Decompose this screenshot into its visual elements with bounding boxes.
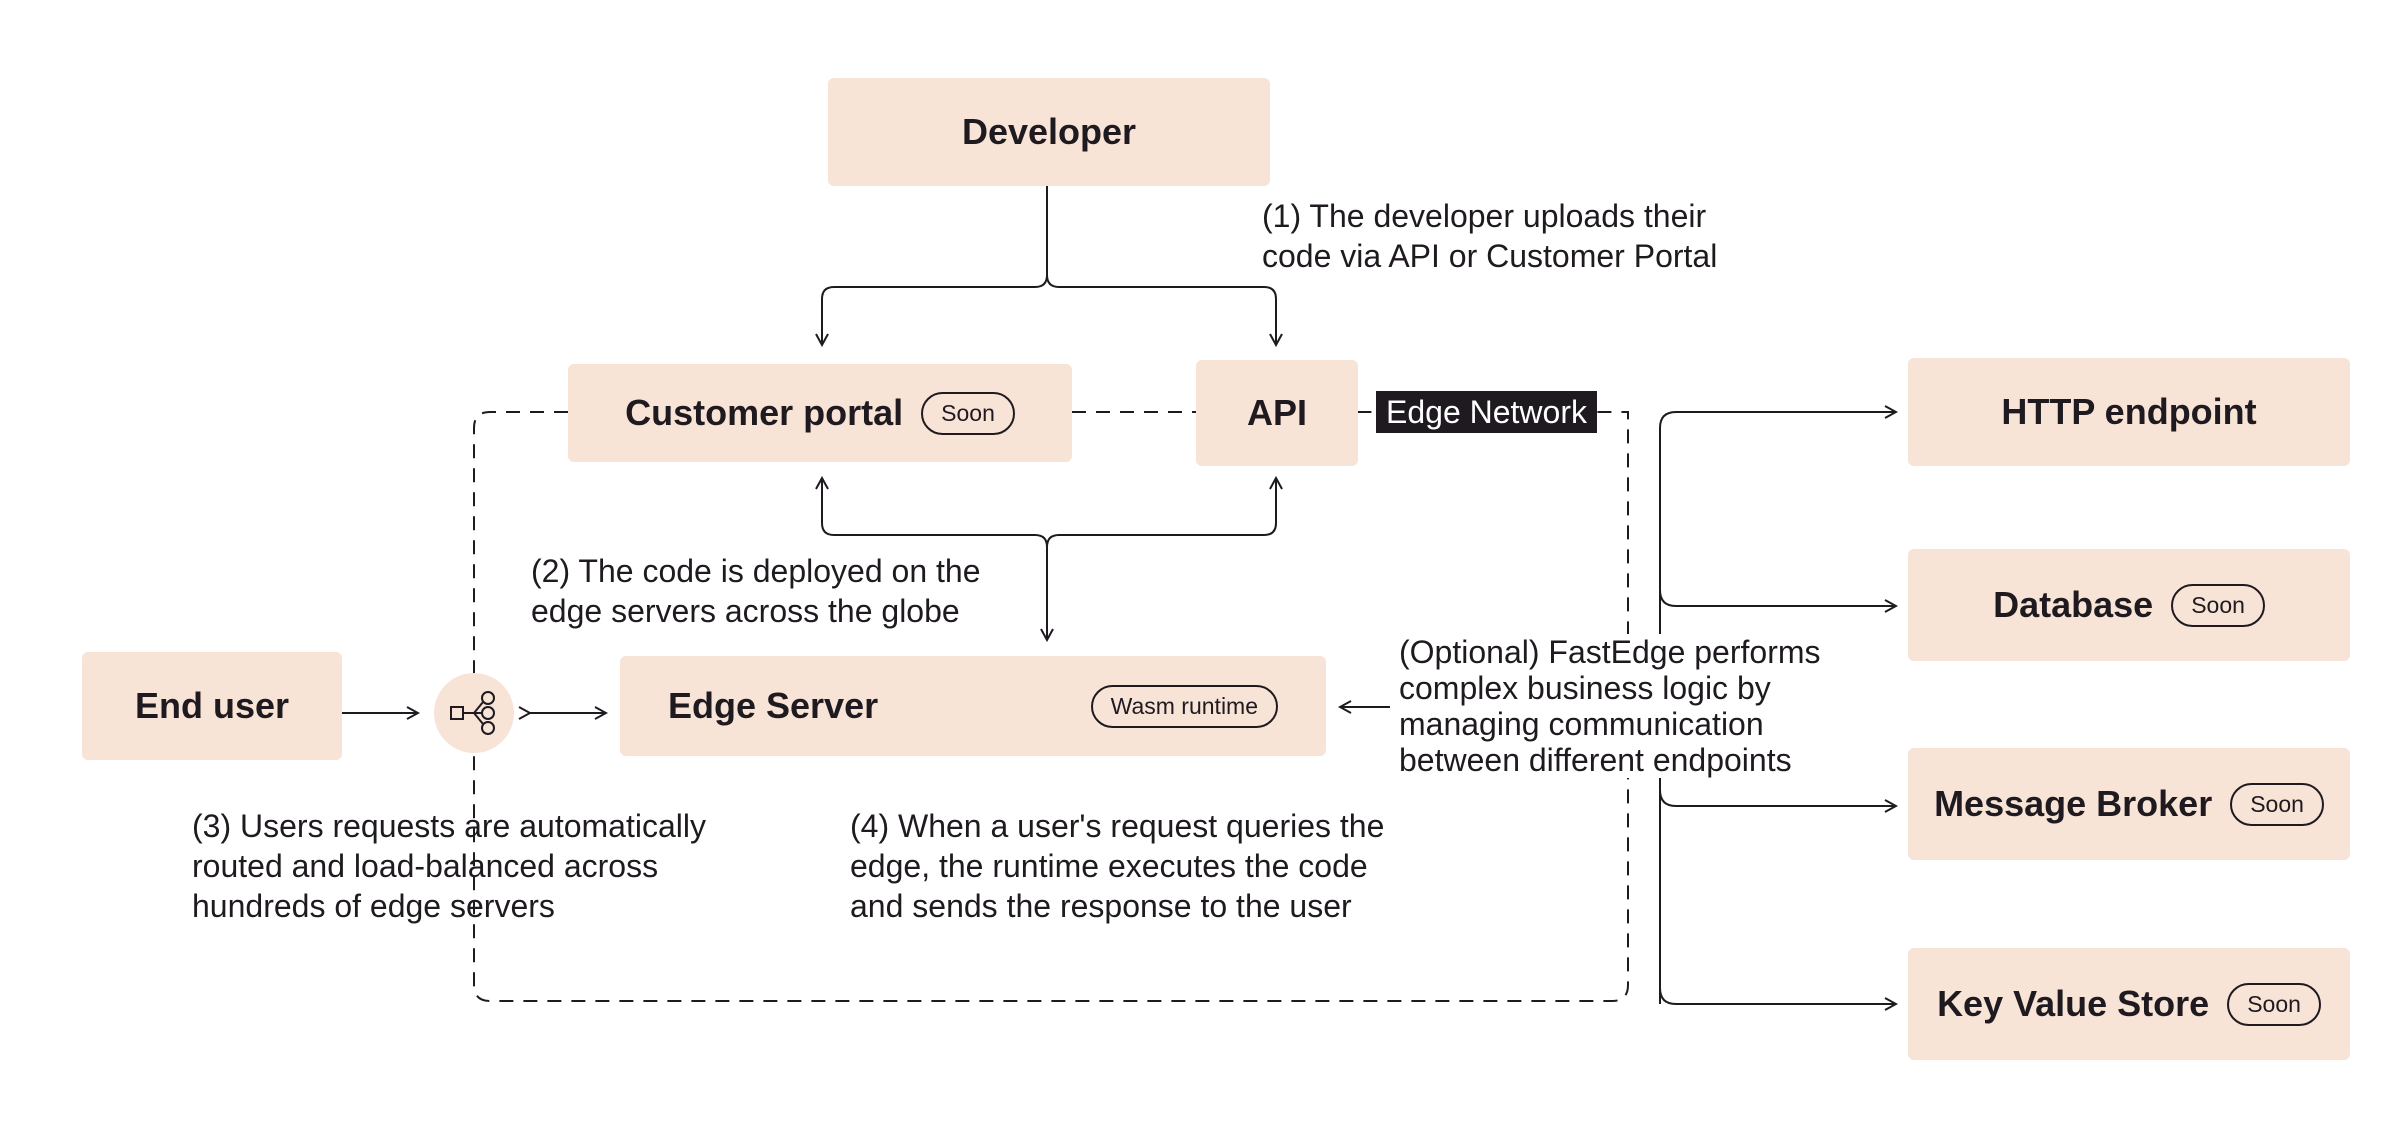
soon-badge: Soon xyxy=(2227,982,2321,1026)
note-step-3-line: hundreds of edge servers xyxy=(192,888,555,924)
note-step-3-line: routed and load-balanced across xyxy=(192,848,659,884)
note-step-3: (3) Users requests are automatically rou… xyxy=(192,806,706,926)
note-optional-line: between different endpoints xyxy=(1399,742,1792,778)
key-value-store-box: Key Value Store Soon xyxy=(1908,948,2350,1060)
database-label: Database xyxy=(1993,584,2154,625)
soon-badge: Soon xyxy=(2171,583,2265,627)
note-step-4-line: and sends the response to the user xyxy=(850,888,1352,924)
edge-network-boundary xyxy=(473,411,1629,1002)
soon-badge: Soon xyxy=(921,391,1015,435)
note-step-1-line: (1) The developer uploads their xyxy=(1262,198,1707,234)
note-step-2-line: edge servers across the globe xyxy=(531,593,960,629)
note-step-2-line: (2) The code is deployed on the xyxy=(531,553,981,589)
end-user-label: End user xyxy=(134,685,290,726)
developer-box: Developer xyxy=(828,78,1270,186)
note-optional-line: complex business logic by xyxy=(1399,670,1771,706)
note-step-4-line: (4) When a user's request queries the xyxy=(850,808,1385,844)
customer-portal-box: Customer portal Soon xyxy=(568,364,1072,462)
developer-label: Developer xyxy=(961,111,1137,152)
api-label: API xyxy=(1246,392,1307,433)
arrow-developer-to-targets xyxy=(822,184,1048,345)
note-step-1-line: code via API or Customer Portal xyxy=(1262,238,1718,274)
note-optional: (Optional) FastEdge performs complex bus… xyxy=(1399,634,1821,778)
note-step-4: (4) When a user's request queries the ed… xyxy=(850,806,1384,926)
note-step-1: (1) The developer uploads their code via… xyxy=(1262,196,1717,276)
api-box: API xyxy=(1196,360,1358,466)
wasm-runtime-badge: Wasm runtime xyxy=(1090,684,1278,728)
note-optional-line: managing communication xyxy=(1399,706,1764,742)
note-step-2: (2) The code is deployed on the edge ser… xyxy=(531,551,980,631)
customer-portal-label: Customer portal xyxy=(625,392,904,433)
soon-badge: Soon xyxy=(2230,782,2324,826)
database-box: Database Soon xyxy=(1908,549,2350,661)
note-step-4-line: edge, the runtime executes the code xyxy=(850,848,1368,884)
end-user-box: End user xyxy=(82,652,342,760)
edge-network-label: Edge Network xyxy=(1376,391,1597,433)
endpoint-fanout xyxy=(1659,412,1896,620)
edge-server-box: Edge Server Wasm runtime xyxy=(620,656,1326,756)
http-endpoint-box: HTTP endpoint xyxy=(1908,358,2350,466)
note-step-3-line: (3) Users requests are automatically xyxy=(192,808,706,844)
edge-server-label: Edge Server xyxy=(668,685,879,726)
message-broker-label: Message Broker xyxy=(1934,783,2213,824)
message-broker-box: Message Broker Soon xyxy=(1908,748,2350,860)
note-optional-line: (Optional) FastEdge performs xyxy=(1399,634,1821,670)
key-value-store-label: Key Value Store xyxy=(1937,983,2210,1024)
network-branch-icon xyxy=(450,691,495,735)
http-endpoint-label: HTTP endpoint xyxy=(2001,391,2257,432)
load-balancer-hub xyxy=(434,673,514,753)
